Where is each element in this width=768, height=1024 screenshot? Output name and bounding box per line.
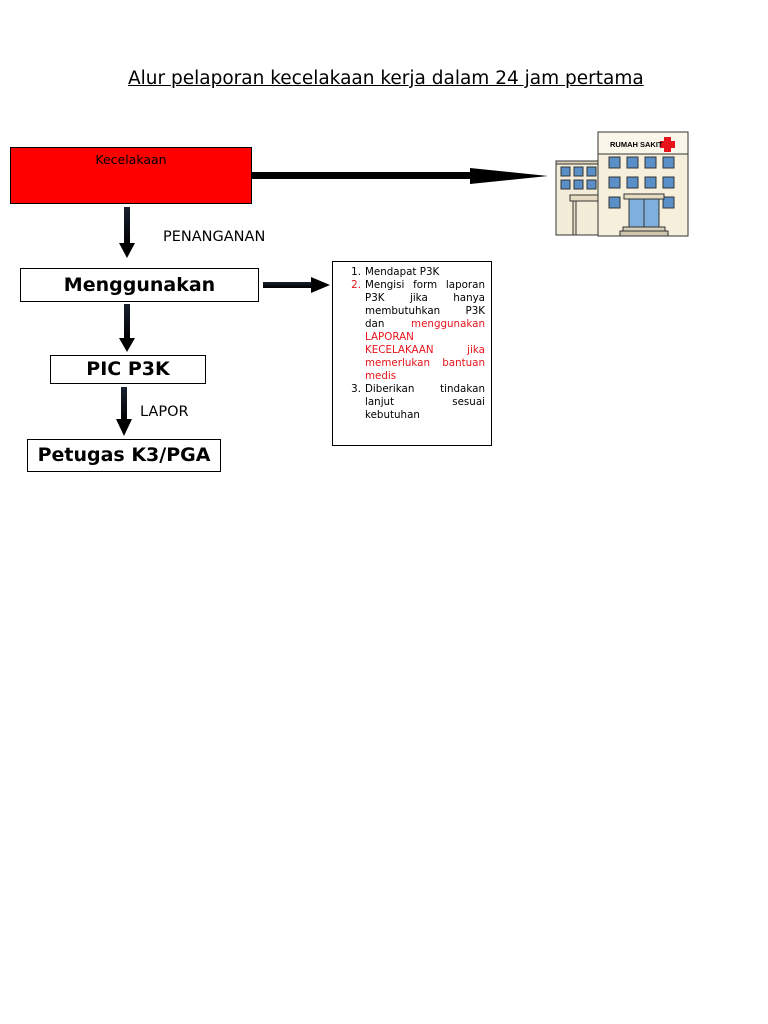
- petugas-k3-node: Petugas K3/PGA: [27, 439, 221, 472]
- step-text-plain: Mengisi form laporan P3K jika hanya memb…: [365, 279, 485, 330]
- step-item: 2. Mengisi form laporan P3K jika hanya m…: [337, 279, 485, 383]
- arrow-to-steps: [263, 277, 330, 293]
- steps-list: 1. Mendapat P3K 2. Mengisi form laporan …: [337, 266, 485, 422]
- arrow-to-hospital: [251, 168, 548, 184]
- kecelakaan-label: Kecelakaan: [95, 152, 167, 167]
- menggunakan-node: Menggunakan: [20, 268, 259, 302]
- arrow-down-lapor: [116, 387, 132, 436]
- penanganan-label: PENANGANAN: [163, 229, 266, 245]
- step-item: 1. Mendapat P3K: [337, 266, 485, 279]
- step-number: 3.: [351, 383, 361, 395]
- hospital-icon: [555, 131, 689, 237]
- step-text: Mengisi form laporan P3K jika hanya memb…: [365, 279, 485, 383]
- step-number: 2.: [351, 279, 361, 291]
- pic-p3k-node: PIC P3K: [50, 355, 206, 384]
- hospital-sign: RUMAH SAKIT: [610, 140, 663, 149]
- arrow-down-pic: [119, 304, 135, 352]
- diagram-title: Alur pelaporan kecelakaan kerja dalam 24…: [128, 68, 644, 89]
- step-text: Mendapat P3K: [365, 266, 440, 278]
- step-number: 1.: [351, 266, 361, 278]
- steps-note: 1. Mendapat P3K 2. Mengisi form laporan …: [332, 261, 492, 446]
- step-item: 3. Diberikan tindakan lanjut sesuai kebu…: [337, 383, 485, 422]
- step-text: Diberikan tindakan lanjut sesuai kebutuh…: [365, 383, 485, 421]
- step-text-highlight: menggunakan LAPORAN KECELAKAAN jika meme…: [365, 318, 485, 382]
- lapor-label: LAPOR: [140, 404, 189, 420]
- arrow-down-penanganan: [119, 207, 135, 258]
